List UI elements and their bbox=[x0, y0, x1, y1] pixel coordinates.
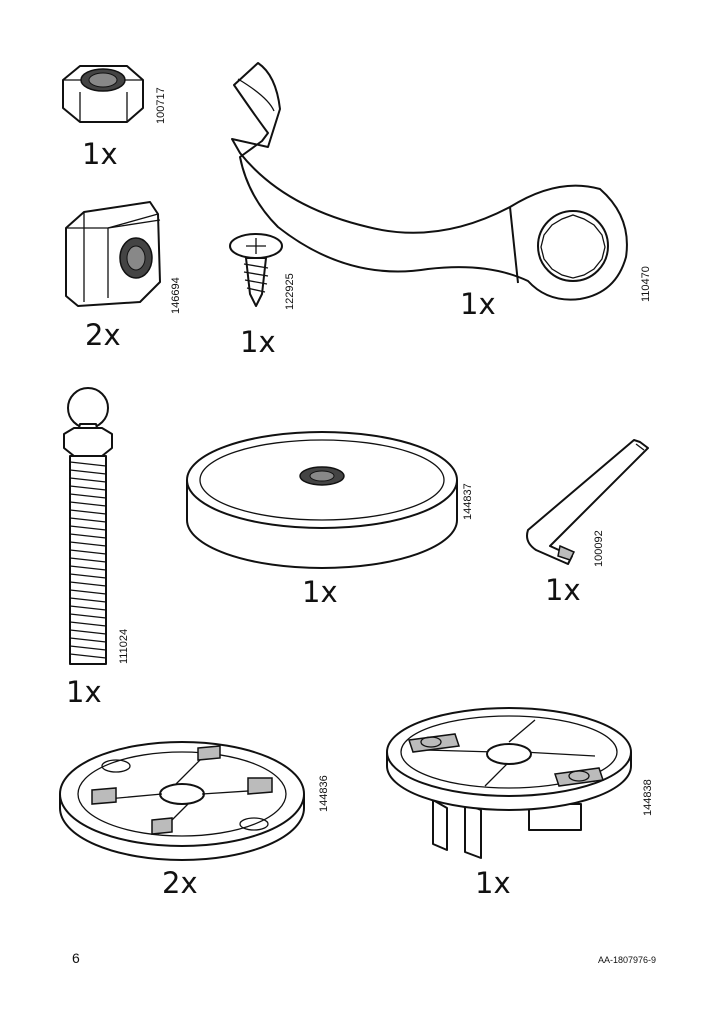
allen-key-illustration bbox=[520, 438, 660, 573]
wrench-qty: 1x bbox=[460, 287, 496, 321]
hex-nut-illustration bbox=[55, 58, 155, 135]
square-nut-illustration bbox=[60, 198, 170, 318]
hex-nut-article: 100717 bbox=[155, 87, 167, 124]
square-nut-qty: 2x bbox=[85, 318, 121, 352]
wrench-illustration bbox=[228, 57, 638, 312]
page-number: 6 bbox=[72, 950, 80, 966]
allen-key-qty: 1x bbox=[545, 573, 581, 607]
hex-nut-qty: 1x bbox=[82, 137, 118, 171]
disc-bracket-qty: 2x bbox=[162, 866, 198, 900]
disc-bracket-illustration bbox=[58, 738, 308, 863]
allen-key-article: 100092 bbox=[593, 530, 605, 567]
disc-bracket-article: 144836 bbox=[318, 775, 330, 812]
document-code: AA-1807976-9 bbox=[598, 955, 657, 965]
screw-illustration bbox=[228, 232, 288, 317]
round-base-qty: 1x bbox=[302, 575, 338, 609]
glide-plate-qty: 1x bbox=[475, 866, 511, 900]
glide-plate-article: 144838 bbox=[642, 779, 654, 816]
square-nut-article: 146694 bbox=[170, 277, 182, 314]
screw-qty: 1x bbox=[240, 325, 276, 359]
round-base-illustration bbox=[185, 410, 460, 575]
glide-plate-illustration bbox=[385, 707, 635, 867]
threaded-rod-qty: 1x bbox=[66, 675, 102, 709]
screw-article: 122925 bbox=[284, 273, 296, 310]
wrench-article: 110470 bbox=[640, 266, 652, 302]
round-base-article: 144837 bbox=[462, 483, 474, 520]
threaded-rod-illustration bbox=[58, 386, 118, 676]
threaded-rod-article: 111024 bbox=[118, 628, 130, 664]
